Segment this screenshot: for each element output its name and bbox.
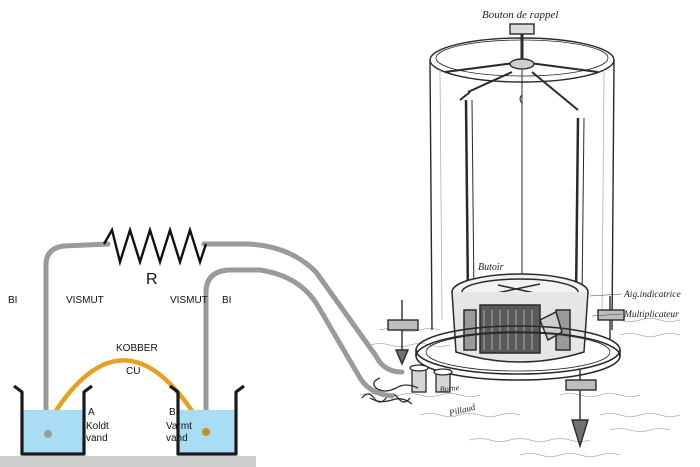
junction-a-icon <box>44 430 52 438</box>
bridge-name-kobber: KOBBER <box>116 343 158 354</box>
label-multiplicateur: Multiplicateur <box>623 310 679 320</box>
beaker-a-letter: A <box>88 407 95 418</box>
label-butoir: Butoir <box>478 262 504 273</box>
bridge-symbol-cu: CU <box>126 366 140 377</box>
beaker-b-line2: vand <box>166 433 188 444</box>
left-symbol-bi: BI <box>8 295 17 306</box>
beaker-a-line2: vand <box>86 433 108 444</box>
resistor-icon <box>102 225 208 267</box>
hook-icon <box>519 94 523 104</box>
right-wire <box>201 241 405 375</box>
left-wire <box>43 241 111 443</box>
pointer-aig <box>589 293 623 297</box>
beaker-a-line1: Koldt <box>86 421 109 432</box>
left-name-vismut: VISMUT <box>66 295 104 306</box>
galvanometer-engraving <box>359 23 681 457</box>
resistor-label: R <box>146 271 158 288</box>
label-aig-indicatrice: Aig.indicatrice <box>623 290 681 300</box>
junction-b-icon <box>202 428 210 436</box>
label-bouton-de-rappel: Bouton de rappel <box>482 9 558 21</box>
table-surface <box>0 456 256 467</box>
bismuth-wires <box>43 241 405 443</box>
base-ring <box>415 325 621 381</box>
beaker-b <box>169 384 245 456</box>
label-borne: Borne <box>439 383 460 394</box>
beaker-b-letter: B <box>169 407 176 418</box>
coil-housing <box>451 273 589 363</box>
label-pillaud: Pillaud <box>447 402 477 418</box>
beaker-a <box>13 384 93 456</box>
pointer-multiplicateur <box>591 313 623 317</box>
terminal-posts <box>369 364 453 405</box>
support-columns <box>464 99 585 301</box>
right-symbol-bi: BI <box>222 295 231 306</box>
lead-wire-coil <box>361 393 411 403</box>
return-wire <box>203 267 395 439</box>
rappel-knob-icon <box>509 23 535 70</box>
copper-arc <box>47 358 207 433</box>
beaker-b-line1: Varmt <box>166 421 192 432</box>
right-name-vismut: VISMUT <box>170 295 208 306</box>
